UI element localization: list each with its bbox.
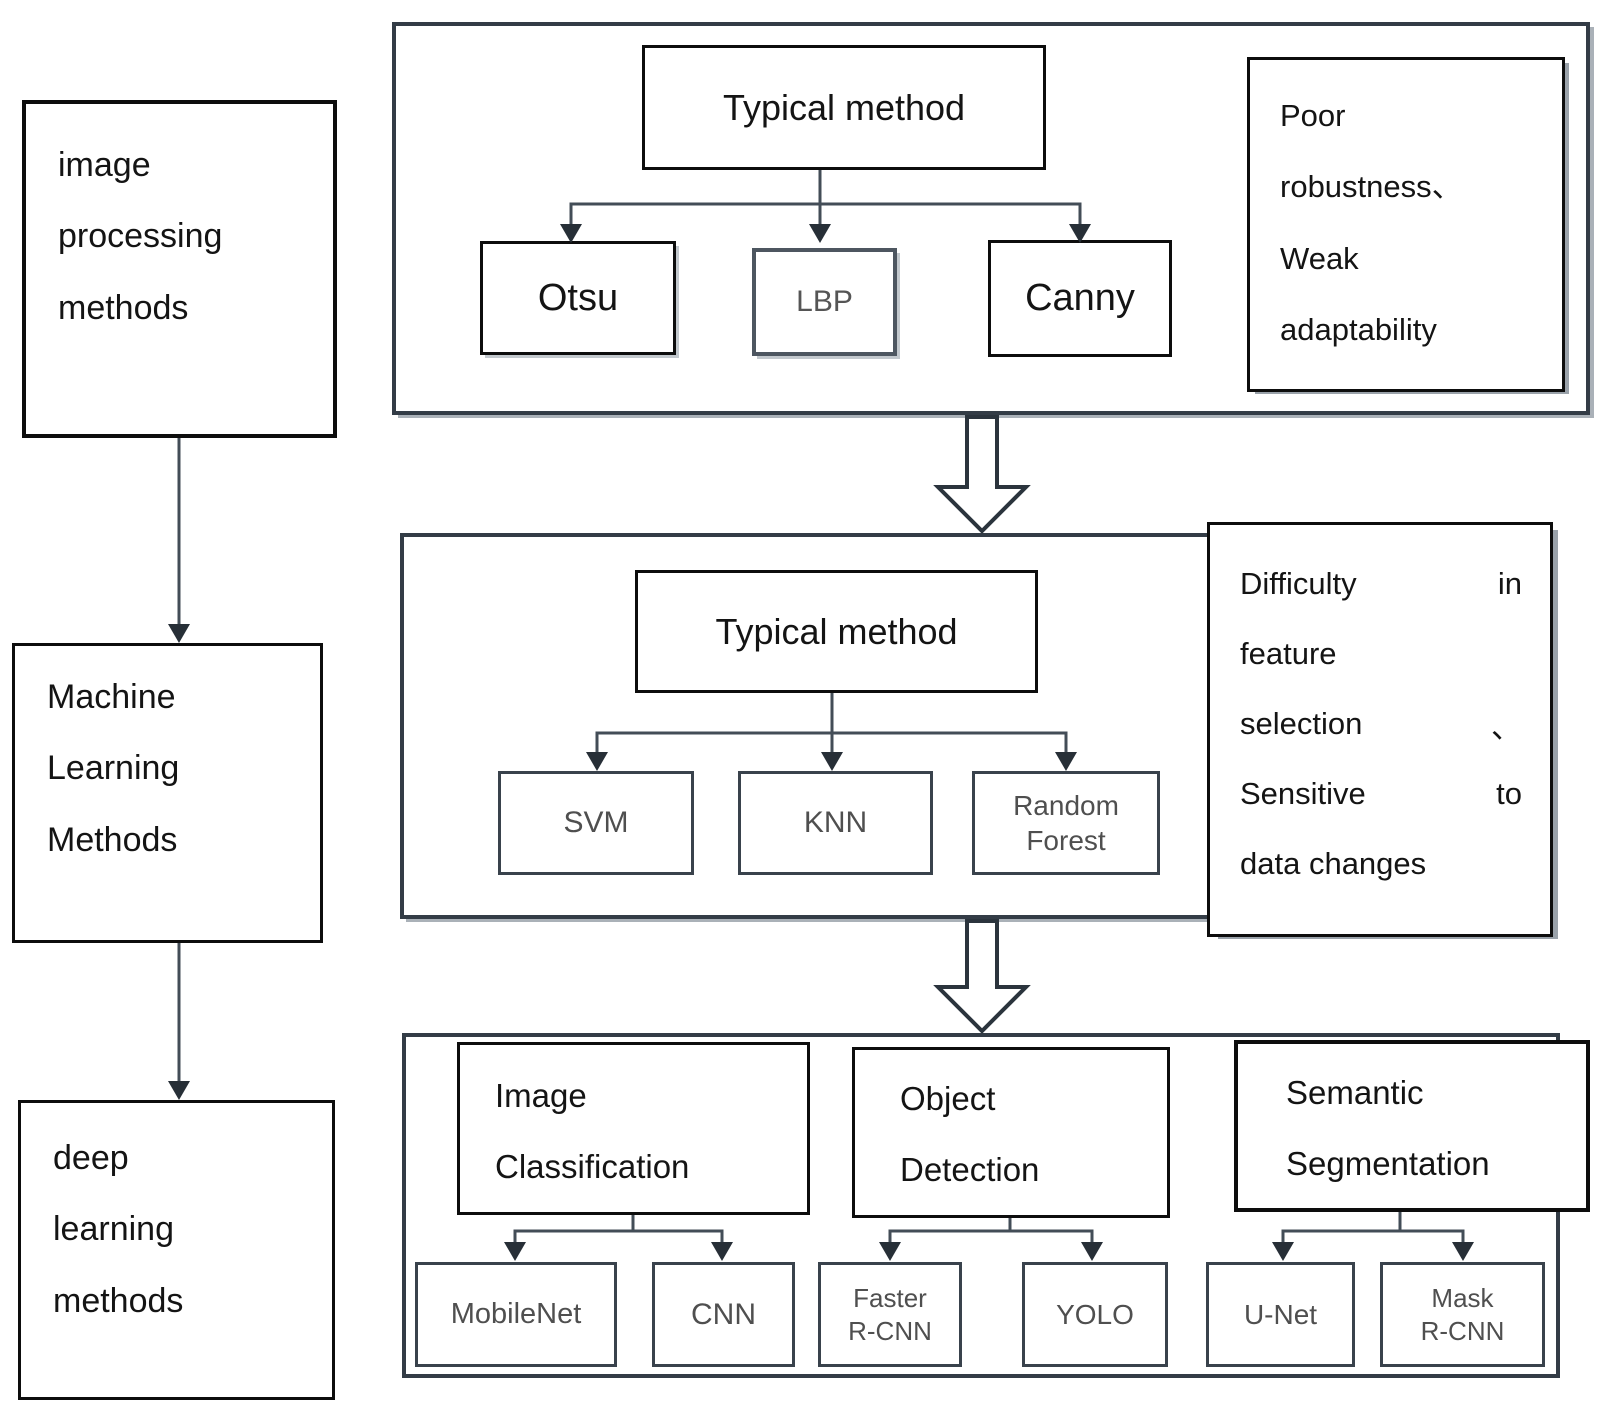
block-arrow-top-to-middle [933, 415, 1031, 534]
cnn-label: CNN [691, 1297, 756, 1331]
image-classification-label: Image Classification [495, 1077, 690, 1185]
note-line: data changes [1240, 846, 1427, 881]
typical-method-label-middle: Typical method [715, 610, 958, 652]
otsu-label: Otsu [537, 276, 619, 319]
typical-method-label-top: Typical method [722, 86, 966, 128]
semantic-segmentation-box: Semantic Segmentation [1234, 1040, 1590, 1212]
typical-method-box-top: Typical method [642, 45, 1046, 170]
image-processing-methods-label: image processing methods [58, 146, 223, 327]
image-classification-box: Image Classification [457, 1042, 810, 1215]
unet-label: U-Net [1243, 1299, 1318, 1330]
image-processing-methods-box: image processing methods [22, 100, 337, 438]
faster-rcnn-label: Faster R-CNN [848, 1283, 932, 1346]
mobilenet-box: MobileNet [415, 1262, 617, 1367]
typical-method-box-middle: Typical method [635, 570, 1038, 693]
note-line: feature [1240, 636, 1337, 671]
poor-robustness-note-box: Poor robustness、 Weak adaptability [1247, 57, 1565, 392]
machine-learning-methods-box: Machine Learning Methods [12, 643, 323, 943]
unet-box: U-Net [1206, 1262, 1355, 1367]
mobilenet-label: MobileNet [450, 1298, 582, 1331]
random-forest-box: Random Forest [972, 771, 1160, 875]
canny-label: Canny [1025, 277, 1135, 319]
knn-box: KNN [738, 771, 933, 875]
lbp-box: LBP [752, 248, 897, 356]
object-detection-label: Object Detection [900, 1080, 1040, 1188]
yolo-label: YOLO [1056, 1299, 1134, 1330]
object-detection-box: Object Detection [852, 1047, 1170, 1218]
mask-rcnn-label: Mask R-CNN [1420, 1283, 1505, 1346]
random-forest-label: Random Forest [1013, 790, 1119, 856]
canny-box: Canny [988, 240, 1172, 357]
svm-box: SVM [498, 771, 694, 875]
knn-label: KNN [803, 806, 868, 840]
svm-label: SVM [563, 806, 629, 840]
otsu-box: Otsu [480, 241, 676, 355]
deep-learning-methods-label: deep learning methods [53, 1139, 184, 1320]
lbp-label: LBP [796, 285, 853, 318]
block-arrow-middle-to-bottom [933, 919, 1031, 1034]
note-line: selection、 [1240, 706, 1522, 745]
machine-learning-methods-label: Machine Learning Methods [47, 678, 180, 859]
semantic-segmentation-label: Semantic Segmentation [1286, 1074, 1490, 1182]
yolo-box: YOLO [1022, 1262, 1168, 1367]
faster-rcnn-box: Faster R-CNN [818, 1262, 962, 1367]
cnn-box: CNN [652, 1262, 795, 1367]
deep-learning-methods-box: deep learning methods [18, 1100, 335, 1400]
mask-rcnn-box: Mask R-CNN [1380, 1262, 1545, 1367]
